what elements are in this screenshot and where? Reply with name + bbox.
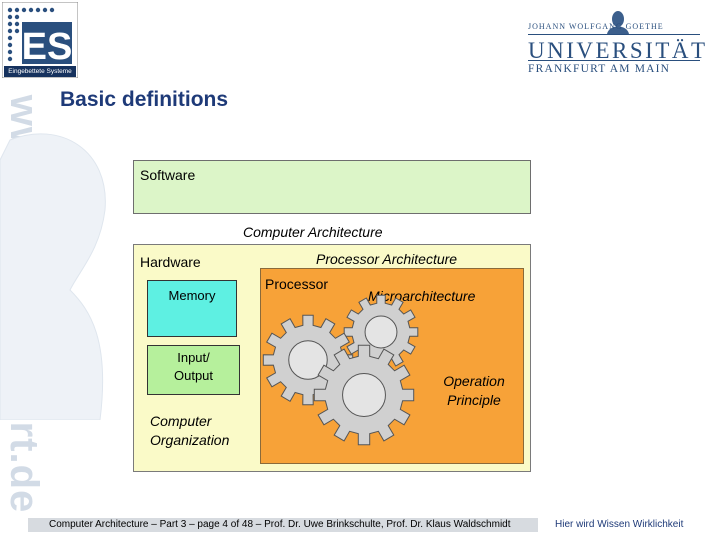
memory-label: Memory	[147, 288, 237, 303]
microarchitecture-label: Microarchitecture	[368, 288, 475, 304]
operation-principle-label: Operation Principle	[432, 372, 516, 410]
slide-title: Basic definitions	[60, 88, 228, 112]
software-label: Software	[140, 167, 195, 183]
es-letters: ES	[22, 26, 73, 68]
computer-architecture-label: Computer Architecture	[243, 224, 383, 240]
university-top-line: JOHANN WOLFGANG GOETHE	[528, 22, 718, 31]
processor-architecture-label: Processor Architecture	[316, 251, 457, 267]
footer-text: Computer Architecture – Part 3 – page 4 …	[49, 519, 511, 530]
hardware-label: Hardware	[140, 254, 201, 270]
university-city: FRANKFURT AM MAIN	[528, 63, 670, 75]
input-output-label: Input/ Output	[147, 349, 240, 385]
es-logo-caption: Eingebettete Systeme	[4, 66, 76, 77]
portrait-watermark-icon	[0, 120, 130, 420]
processor-label: Processor	[265, 276, 328, 292]
footer-slogan: Hier wird Wissen Wirklichkeit	[555, 519, 683, 530]
computer-organization-label: Computer Organization	[150, 412, 229, 450]
university-rule-bottom	[528, 60, 700, 61]
university-rule-top	[528, 34, 700, 35]
